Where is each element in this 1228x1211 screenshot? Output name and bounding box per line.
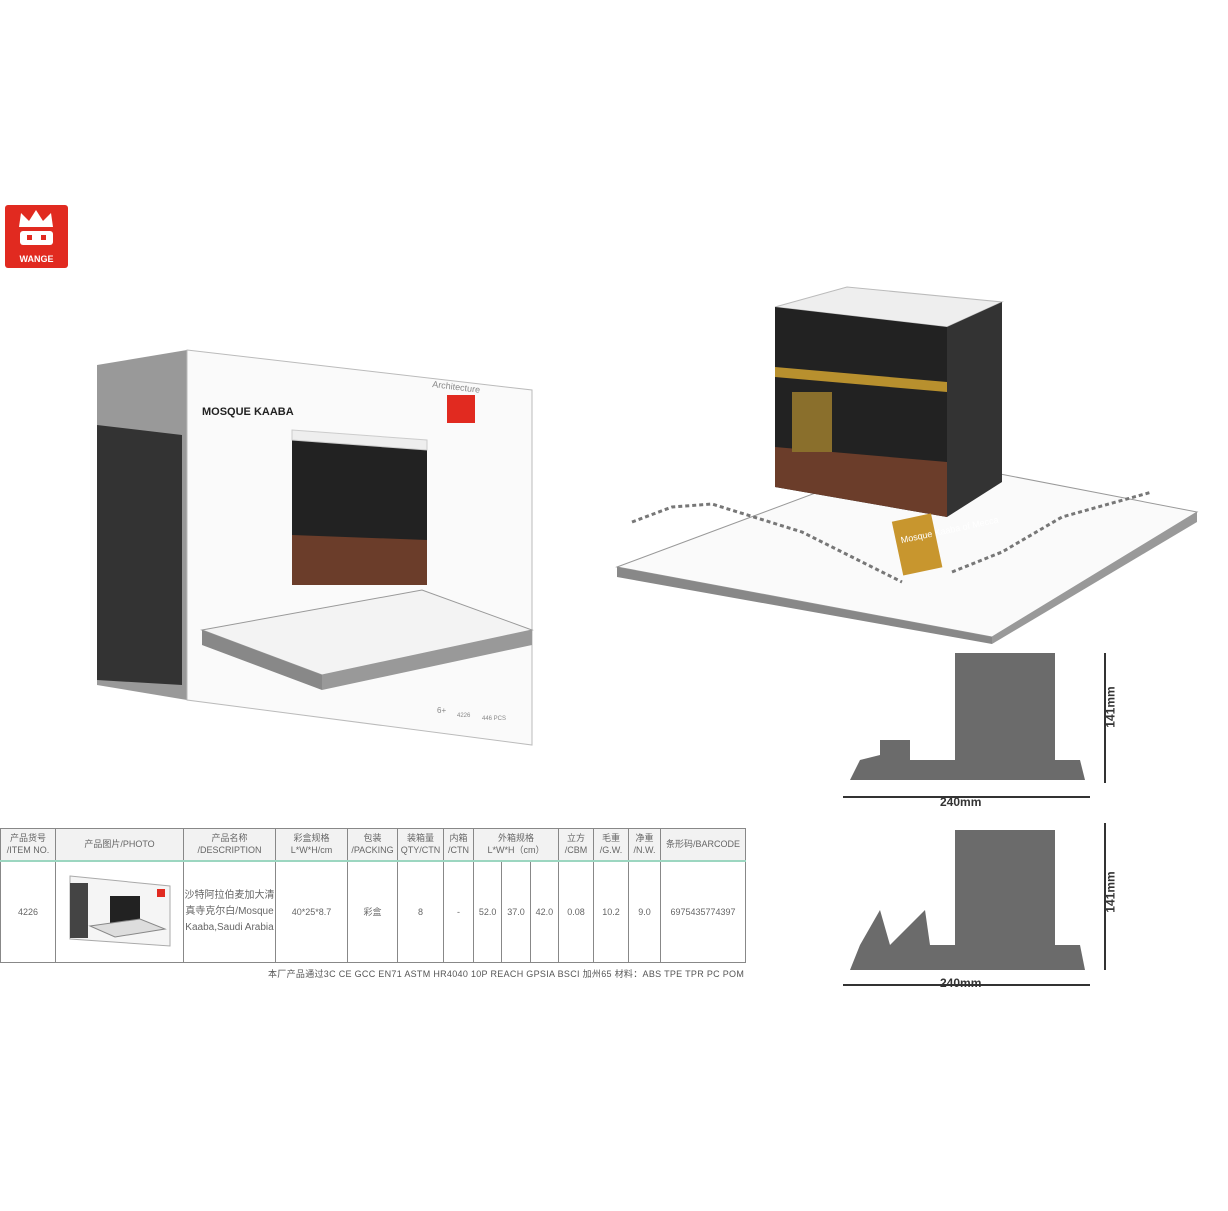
cell-length: 52.0 (472, 860, 503, 963)
product-thumbnail (69, 875, 170, 947)
product-box-image: MOSQUE KAABA Architecture 6+ 4226 446 PC… (97, 349, 534, 746)
th-box-size: 彩盒规格 L*W*H/cm (275, 828, 348, 862)
brand-name: WANGE (19, 254, 54, 264)
certification-footer: 本厂产品通过3C CE GCC EN71 ASTM HR4040 10P REA… (268, 969, 745, 979)
box-item: 4226 (457, 713, 471, 719)
height-label-bottom: 141mm (1103, 871, 1118, 913)
th-photo: 产品图片/PHOTO (55, 828, 184, 862)
cell-height: 42.0 (529, 860, 560, 963)
table-row: 4226 沙特阿拉伯麦加大清真寺克尔白/Mosque Kaaba,Saudi A… (0, 860, 746, 963)
th-inner: 内箱 /CTN (443, 828, 474, 862)
width-label-top: 240mm (940, 795, 982, 809)
cell-inner: - (443, 860, 474, 963)
th-nw: 净重 /N.W. (628, 828, 661, 862)
th-packing: 包装 /PACKING (347, 828, 398, 862)
cell-cbm: 0.08 (558, 860, 594, 963)
wange-logo: WANGE (5, 205, 68, 268)
th-carton-size: 外箱规格 L*W*H（cm） (473, 828, 559, 862)
crown-icon (19, 210, 53, 245)
box-title: MOSQUE KAABA (202, 406, 294, 418)
th-description: 产品名称 /DESCRIPTION (183, 828, 276, 862)
dimension-diagrams (843, 653, 1106, 986)
table-header-row: 产品货号 /ITEM NO. 产品图片/PHOTO 产品名称 /DESCRIPT… (0, 828, 746, 862)
th-barcode: 条形码/BARCODE (660, 828, 746, 862)
cell-packing: 彩盒 (347, 860, 398, 963)
cell-barcode: 6975435774397 (660, 860, 746, 963)
cell-nw: 9.0 (628, 860, 661, 963)
cell-gw: 10.2 (593, 860, 629, 963)
cell-qty: 8 (397, 860, 444, 963)
cell-box-size: 40*25*8.7 (275, 860, 348, 963)
cell-description: 沙特阿拉伯麦加大清真寺克尔白/Mosque Kaaba,Saudi Arabia (183, 860, 276, 963)
box-age: 6+ (437, 706, 446, 715)
width-label-bottom: 240mm (940, 976, 982, 990)
box-pcs: 446 PCS (482, 716, 506, 722)
cell-item-no: 4226 (0, 860, 56, 963)
th-gw: 毛重 /G.W. (593, 828, 629, 862)
th-item-no: 产品货号 /ITEM NO. (0, 828, 56, 862)
kaaba-model-image: Mosque Kaaba of Mecca (615, 286, 1199, 644)
cell-photo (55, 860, 184, 963)
cell-width: 37.0 (501, 860, 531, 963)
th-cbm: 立方 /CBM (558, 828, 594, 862)
spec-table: 产品货号 /ITEM NO. 产品图片/PHOTO 产品名称 /DESCRIPT… (0, 828, 746, 963)
th-qty: 装箱量 QTY/CTN (397, 828, 444, 862)
height-label-top: 141mm (1103, 686, 1118, 728)
